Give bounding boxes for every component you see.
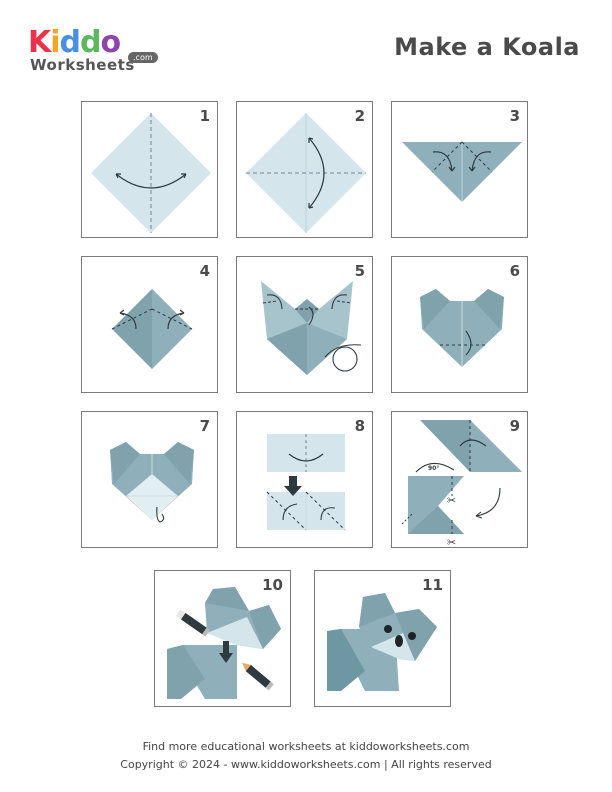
step-panel-6: 6 (391, 256, 528, 393)
step-panel-8: 8 (236, 411, 373, 548)
logo-letter: o (100, 25, 122, 60)
step-panel-7: 7 (81, 411, 218, 548)
step-number: 6 (509, 262, 520, 280)
footer-line-1: Find more educational worksheets at kidd… (142, 740, 470, 753)
step-8-diagram (266, 434, 346, 531)
step-panel-3: 3 (391, 101, 528, 238)
step-number: 7 (199, 417, 210, 435)
step-panel-10: 10 (154, 570, 291, 707)
step-number: 10 (262, 576, 283, 594)
step-number: 4 (199, 262, 210, 280)
step-number: 3 (509, 107, 520, 125)
logo-letter: d (59, 25, 82, 60)
step-3-diagram (402, 141, 522, 202)
angle-label: 90° (428, 465, 439, 472)
step-4-diagram (111, 289, 193, 369)
step-number: 1 (199, 107, 210, 125)
step-1-diagram (91, 113, 211, 233)
step-11-diagram (327, 593, 437, 691)
logo-domain-badge: .com (128, 52, 158, 63)
step-panel-2: 2 (236, 101, 373, 238)
step-9-diagram: 90° ✂ ✂ (401, 420, 522, 549)
glue-stick-icon (175, 609, 211, 637)
footer-line-2: Copyright © 2024 - www.kiddoworksheets.c… (120, 758, 492, 771)
step-5-diagram (261, 281, 362, 375)
step-number: 2 (354, 107, 365, 125)
scissors-icon: ✂ (447, 494, 456, 507)
step-7-diagram (110, 442, 194, 523)
logo-wordmark: Kiddo (28, 25, 122, 60)
step-panel-4: 4 (81, 256, 218, 393)
right-eye (408, 632, 416, 640)
step-number: 9 (509, 417, 520, 435)
step-number: 8 (354, 417, 365, 435)
left-eye (384, 625, 392, 633)
step-number: 5 (354, 262, 365, 280)
step-panel-1: 1 (81, 101, 218, 238)
logo-letter: K (28, 25, 51, 60)
step-panel-11: 11 (314, 570, 451, 707)
nose (395, 635, 403, 647)
pencil-icon (242, 662, 274, 691)
logo-letter: d (80, 25, 102, 60)
step-10-diagram (167, 587, 281, 699)
kiddo-worksheets-logo: Kiddo Worksheets .com (28, 28, 158, 78)
scissors-icon: ✂ (447, 536, 456, 549)
step-2-diagram (246, 113, 366, 233)
page-title: Make a Koala (394, 33, 580, 61)
step-number: 11 (422, 576, 443, 594)
step-6-diagram (420, 289, 504, 367)
logo-subtitle: Worksheets (30, 56, 135, 74)
step-panel-9: 90° ✂ ✂ 9 (391, 411, 528, 549)
logo-letter: i (50, 25, 60, 60)
step-panel-5: 5 (236, 256, 373, 393)
